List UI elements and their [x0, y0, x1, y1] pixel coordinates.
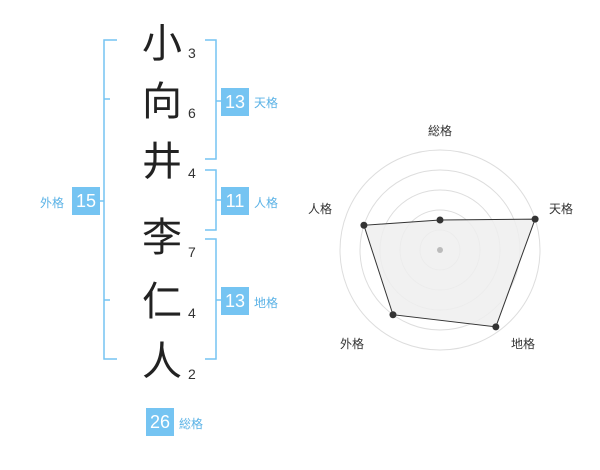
chikaku-bracket [205, 238, 217, 360]
gaikaku-bracket [103, 39, 117, 360]
radar-point-3 [492, 323, 500, 331]
stroke-count-1: 3 [188, 45, 196, 61]
name-char-3: 井 [142, 139, 182, 185]
name-char-2: 向 [142, 79, 182, 125]
tenkaku-label: 天格 [254, 96, 279, 110]
chikaku-value-badge: 13 [221, 287, 249, 315]
stroke-count-5: 4 [188, 305, 196, 321]
radar-label-gaikaku: 外格 [340, 337, 365, 351]
radar-point-4 [389, 311, 397, 319]
stroke-count-3: 4 [188, 165, 196, 181]
soukaku-label: 総格 [179, 417, 204, 431]
gaikaku-label: 外格 [40, 196, 65, 210]
chikaku-label: 地格 [254, 296, 279, 310]
name-char-5: 仁 [142, 279, 182, 325]
radar-center-dot [437, 247, 443, 253]
radar-label-tenkaku: 天格 [549, 202, 574, 216]
soukaku-value-badge: 26 [146, 408, 174, 436]
jinkaku-label: 人格 [254, 196, 279, 210]
name-char-1: 小 [142, 21, 182, 67]
tenkaku-value-badge: 13 [221, 88, 249, 116]
stroke-count-4: 7 [188, 244, 196, 260]
radar-point-5 [360, 221, 368, 229]
radar-area [363, 218, 536, 328]
name-char-6: 人 [142, 339, 182, 385]
radar-ring [339, 149, 541, 351]
tenkaku-bracket [205, 39, 217, 160]
jinkaku-value-badge: 11 [221, 187, 249, 215]
radar-label-chikaku: 地格 [511, 337, 536, 351]
radar-label-soukaku: 総格 [428, 124, 453, 138]
stroke-count-2: 6 [188, 105, 196, 121]
radar-label-jinkaku: 人格 [308, 202, 333, 216]
radar-point-1 [436, 216, 444, 224]
stroke-count-6: 2 [188, 366, 196, 382]
name-char-4: 李 [142, 215, 182, 261]
radar-point-2 [531, 215, 539, 223]
gaikaku-value-badge: 15 [72, 187, 100, 215]
